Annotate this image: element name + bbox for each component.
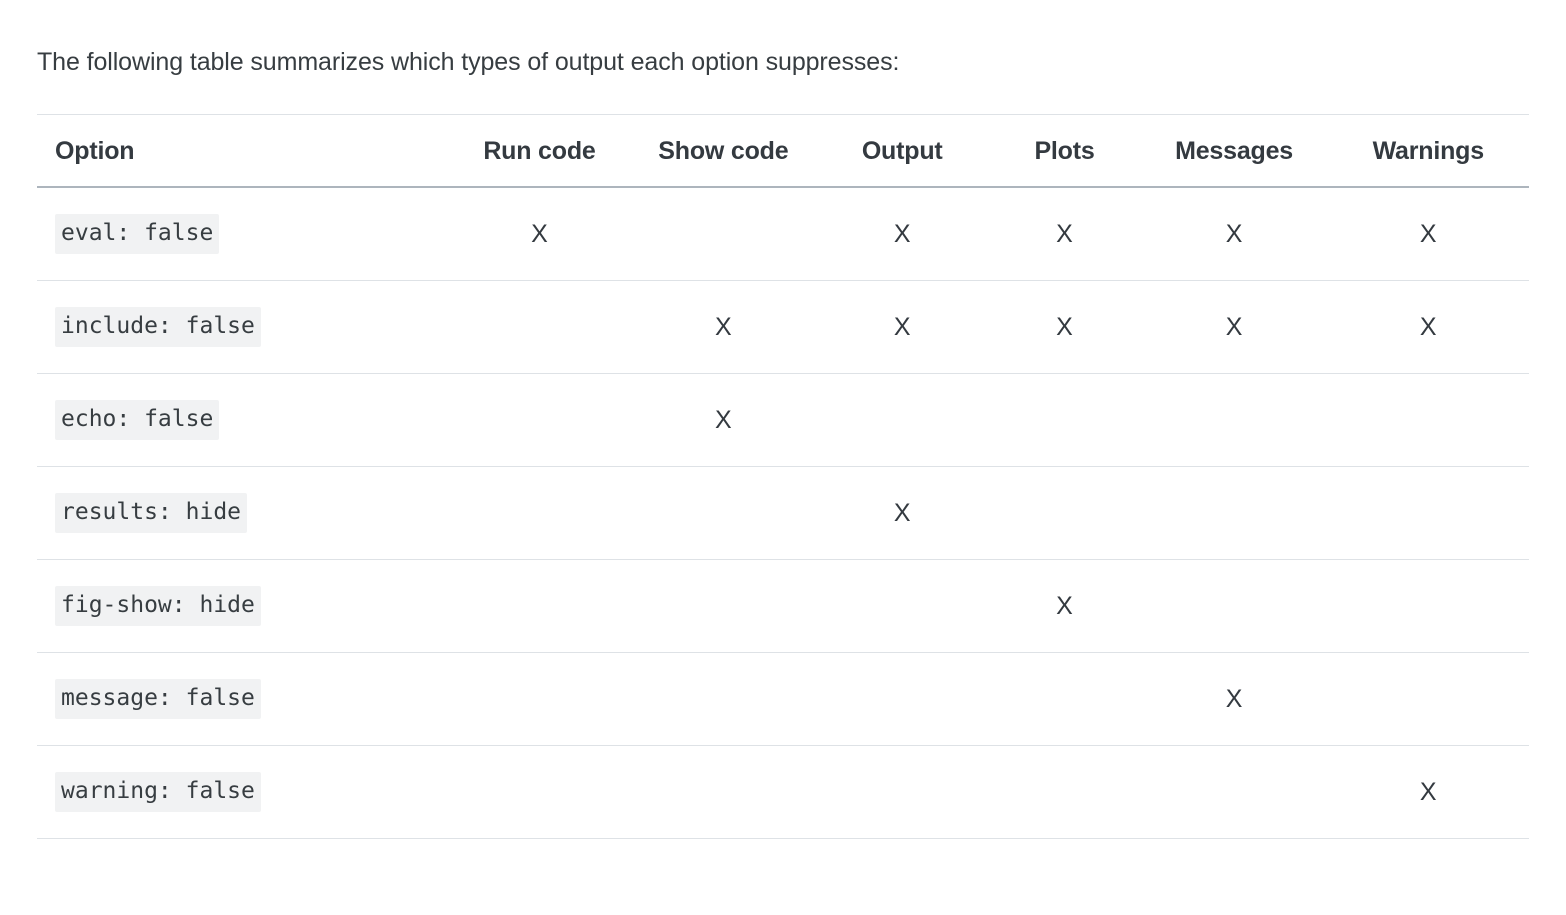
column-header-plots: Plots: [1034, 137, 1095, 165]
cell-output: [816, 374, 989, 467]
column-header-show-code: Show code: [658, 137, 789, 165]
cell-warnings: X: [1328, 281, 1529, 374]
cell-run-code: X: [448, 187, 631, 281]
cell-show-code: [631, 653, 816, 746]
cell-run-code: [448, 281, 631, 374]
column-header-messages: Messages: [1175, 137, 1293, 165]
x-mark: X: [1225, 312, 1243, 341]
cell-messages: [1141, 467, 1328, 560]
cell-plots: [988, 746, 1140, 839]
x-mark: X: [531, 219, 548, 248]
column-header-output: Output: [861, 137, 943, 165]
x-mark: X: [893, 219, 911, 248]
cell-run-code: [448, 560, 631, 653]
table-row: fig-show: hide X: [37, 560, 1529, 653]
option-code: eval: false: [55, 214, 220, 254]
option-code: results: hide: [55, 493, 248, 533]
table-row: results: hide X: [37, 467, 1529, 560]
cell-plots: [988, 467, 1140, 560]
cell-messages: [1141, 374, 1328, 467]
cell-warnings: X: [1328, 187, 1529, 281]
cell-run-code: [448, 746, 631, 839]
x-mark: X: [715, 312, 732, 341]
option-cell: warning: false: [37, 746, 448, 839]
x-mark: X: [893, 312, 911, 341]
table-header-row: Option Run code Show code Output Plots M…: [37, 114, 1529, 187]
option-cell: eval: false: [37, 187, 448, 281]
cell-run-code: [448, 374, 631, 467]
table-row: echo: false X: [37, 374, 1529, 467]
cell-plots: [988, 653, 1140, 746]
cell-run-code: [448, 653, 631, 746]
column-header-option: Option: [55, 137, 135, 165]
option-cell: fig-show: hide: [37, 560, 448, 653]
option-code: echo: false: [55, 400, 220, 440]
cell-warnings: [1328, 374, 1529, 467]
cell-warnings: [1328, 467, 1529, 560]
option-cell: echo: false: [37, 374, 448, 467]
option-cell: message: false: [37, 653, 448, 746]
x-mark: X: [1419, 777, 1437, 806]
table-row: include: false X X X X X: [37, 281, 1529, 374]
x-mark: X: [715, 405, 732, 434]
cell-warnings: [1328, 653, 1529, 746]
cell-show-code: [631, 467, 816, 560]
table-header: Option Run code Show code Output Plots M…: [37, 114, 1529, 187]
table-body: eval: false X X X X X include: false X X…: [37, 187, 1529, 839]
option-code: include: false: [55, 307, 261, 347]
column-header-warnings: Warnings: [1372, 137, 1485, 165]
cell-warnings: [1328, 560, 1529, 653]
cell-messages: X: [1141, 187, 1328, 281]
cell-messages: [1141, 560, 1328, 653]
option-cell: results: hide: [37, 467, 448, 560]
option-code: fig-show: hide: [55, 586, 261, 626]
x-mark: X: [1056, 591, 1073, 620]
intro-paragraph: The following table summarizes which typ…: [37, 48, 900, 76]
cell-show-code: [631, 560, 816, 653]
x-mark: X: [1056, 219, 1073, 248]
cell-messages: [1141, 746, 1328, 839]
cell-output: [816, 653, 989, 746]
cell-show-code: X: [631, 281, 816, 374]
document-page: The following table summarizes which typ…: [0, 25, 1566, 915]
output-suppression-table: Option Run code Show code Output Plots M…: [37, 114, 1529, 839]
cell-messages: X: [1141, 281, 1328, 374]
cell-show-code: X: [631, 374, 816, 467]
table-row: eval: false X X X X X: [37, 187, 1529, 281]
cell-show-code: [631, 746, 816, 839]
cell-output: X: [816, 281, 989, 374]
cell-output: [816, 560, 989, 653]
x-mark: X: [1225, 684, 1243, 713]
table-row: warning: false X: [37, 746, 1529, 839]
x-mark: X: [1225, 219, 1243, 248]
cell-output: [816, 746, 989, 839]
cell-plots: [988, 374, 1140, 467]
cell-messages: X: [1141, 653, 1328, 746]
table-row: message: false X: [37, 653, 1529, 746]
x-mark: X: [893, 498, 911, 527]
cell-plots: X: [988, 281, 1140, 374]
option-cell: include: false: [37, 281, 448, 374]
cell-warnings: X: [1328, 746, 1529, 839]
x-mark: X: [1419, 219, 1437, 248]
cell-run-code: [448, 467, 631, 560]
cell-plots: X: [988, 187, 1140, 281]
x-mark: X: [1056, 312, 1073, 341]
option-code: warning: false: [55, 772, 261, 812]
cell-show-code: [631, 187, 816, 281]
x-mark: X: [1419, 312, 1437, 341]
cell-output: X: [816, 187, 989, 281]
column-header-run-code: Run code: [483, 137, 596, 165]
cell-output: X: [816, 467, 989, 560]
cell-plots: X: [988, 560, 1140, 653]
option-code: message: false: [55, 679, 261, 719]
